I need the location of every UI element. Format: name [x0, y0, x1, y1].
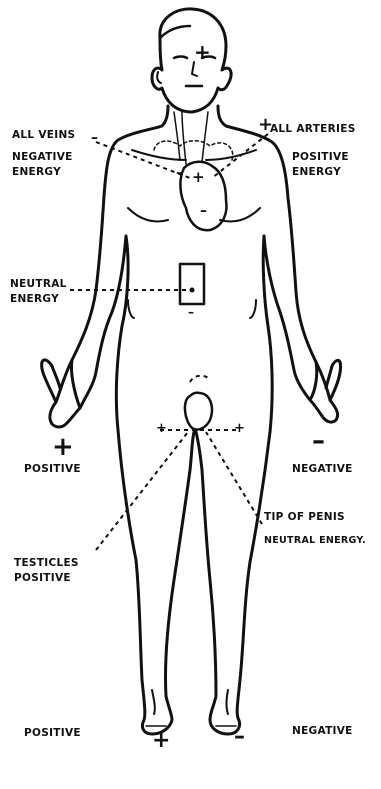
neutral-energy-tip-label: NEUTRAL ENERGY.: [264, 536, 366, 546]
testicles-label: TESTICLES POSITIVE: [14, 556, 79, 586]
left-inner-arm: [112, 236, 128, 326]
neutral-energy-label: NEUTRAL ENERGY: [10, 277, 67, 307]
neck-vessels: [174, 112, 208, 164]
arteries-connector: [212, 134, 268, 178]
left-hand-label: POSITIVE: [24, 464, 81, 475]
heart-left-minus-sign: –: [176, 166, 183, 180]
positive-energy-top-label: POSITIVE ENERGY: [292, 150, 349, 180]
ear-line: [157, 72, 161, 83]
vessel-arch: [154, 141, 233, 160]
right-hand-minus-sign: –: [312, 428, 325, 454]
left-leg-outline: [116, 326, 194, 734]
right-foot-label: NEGATIVE: [292, 726, 353, 737]
head-outline: [152, 9, 231, 112]
genital-plus-right: +: [234, 422, 245, 435]
testicles-connector: [96, 432, 188, 550]
veins-minus-sign: –: [91, 131, 98, 145]
navel-box: [180, 264, 204, 304]
collarbone-lines: [132, 150, 256, 160]
negative-energy-top-label: NEGATIVE ENERGY: [12, 150, 73, 180]
tip-of-penis-label: TIP OF PENIS: [264, 512, 345, 523]
left-foot-label: POSITIVE: [24, 728, 81, 739]
nose-line: [192, 62, 197, 76]
navel-dot: [190, 288, 195, 293]
hair-line: [160, 26, 190, 38]
connector-lines: [70, 134, 268, 550]
dotted-arc: [190, 376, 210, 382]
chest-lines: [128, 208, 260, 222]
heart-bottom-minus-sign: –: [200, 204, 207, 218]
left-hand-plus-sign: +: [52, 434, 74, 460]
right-foot-minus-sign: –: [234, 726, 245, 748]
left-hand-outline: [42, 312, 112, 408]
right-hand-outline: [280, 312, 341, 400]
right-leg-outline: [196, 326, 272, 734]
right-inner-arm: [263, 236, 280, 326]
genital-plus-left: +: [156, 422, 167, 435]
navel-minus-sign: –: [188, 306, 194, 318]
all-arteries-label: ALL ARTERIES: [270, 124, 356, 135]
genital-outline: [185, 393, 212, 430]
left-eye: [174, 57, 187, 59]
head-plus-sign: +: [194, 42, 211, 62]
tip-connector: [206, 432, 262, 524]
all-veins-label: ALL VEINS: [12, 130, 75, 141]
heart-plus-sign: +: [192, 170, 205, 185]
body-outline: [42, 9, 341, 734]
right-hand-label: NEGATIVE: [292, 464, 353, 475]
left-foot-plus-sign: +: [152, 730, 170, 752]
